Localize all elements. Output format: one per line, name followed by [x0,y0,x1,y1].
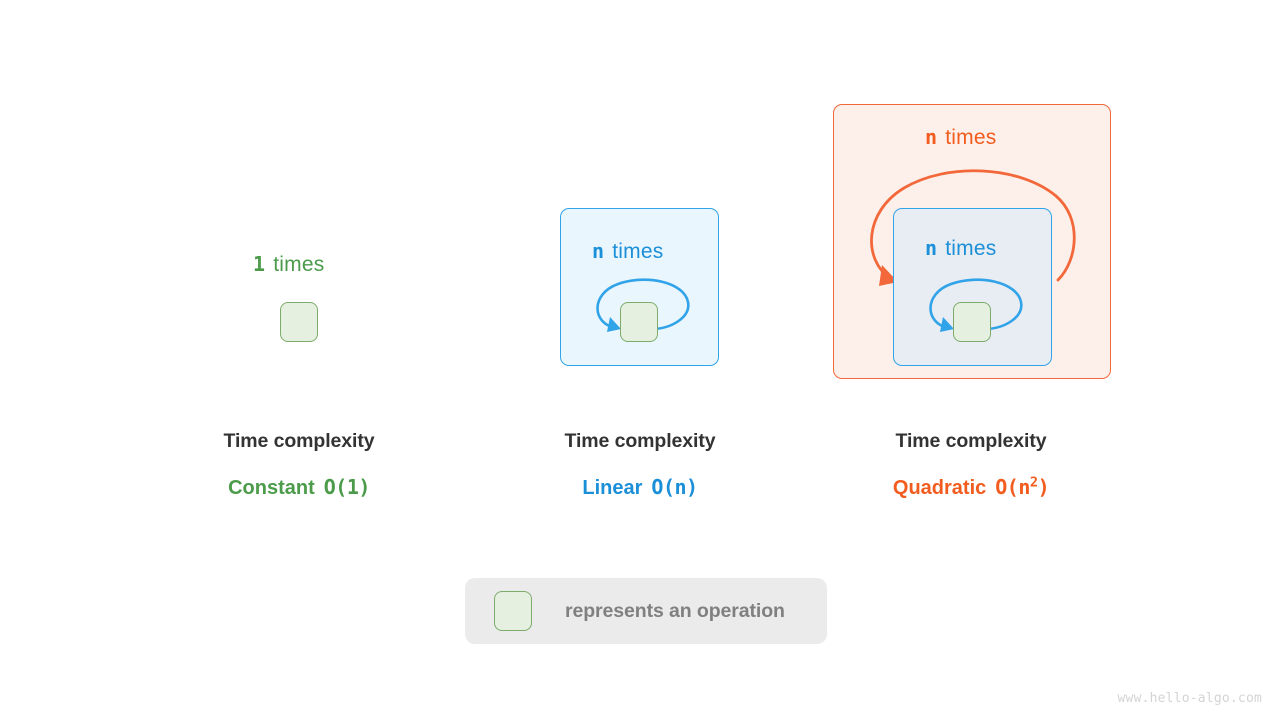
caption-linear-bigo: O(n) [651,475,698,499]
quadratic-outer-loop-label: n times [925,125,996,150]
caption-linear-title: Time complexity [564,430,716,452]
caption-constant-title: Time complexity [223,430,375,452]
operation-square-quadratic [953,302,991,342]
caption-constant-name: Constant [228,477,315,499]
watermark: www.hello-algo.com [1117,691,1262,706]
caption-constant: Time complexity Constant O(1) [224,430,375,500]
linear-loop-word: times [612,240,664,263]
caption-quadratic-bigo-tail: ) [1037,475,1050,499]
caption-linear-value: Linear O(n) [565,475,716,500]
quadratic-outer-loop-word: times [945,126,997,149]
caption-linear: Time complexity Linear O(n) [565,430,716,500]
legend-label: represents an operation [565,599,785,622]
linear-loop-count: n [592,239,605,263]
linear-loop-label: n times [592,239,663,264]
operation-square-constant [280,302,318,342]
quadratic-outer-loop-count: n [925,125,938,149]
caption-quadratic-value: Quadratic O(n2) [892,475,1050,500]
quadratic-inner-loop-count: n [925,236,938,260]
caption-quadratic-bigo: O(n2) [995,475,1049,499]
constant-loop-count: 1 [253,252,266,276]
caption-quadratic-bigo-superscript: 2 [1029,474,1038,491]
operation-square-linear [620,302,658,342]
caption-linear-name: Linear [582,477,643,499]
legend-box: represents an operation [465,578,827,644]
caption-constant-value: Constant O(1) [224,475,375,500]
legend-operation-square-icon [494,591,532,631]
caption-quadratic-name: Quadratic [892,477,987,499]
quadratic-inner-loop-box [893,208,1052,366]
caption-quadratic: Time complexity Quadratic O(n2) [892,430,1050,500]
caption-quadratic-bigo-base: O(n [995,475,1030,499]
caption-constant-bigo: O(1) [323,475,371,499]
quadratic-inner-loop-label: n times [925,236,996,261]
constant-loop-label: 1 times [253,252,324,277]
constant-loop-word: times [273,253,325,276]
caption-quadratic-title: Time complexity [895,430,1047,452]
quadratic-inner-loop-word: times [945,237,997,260]
linear-loop-box [560,208,719,366]
